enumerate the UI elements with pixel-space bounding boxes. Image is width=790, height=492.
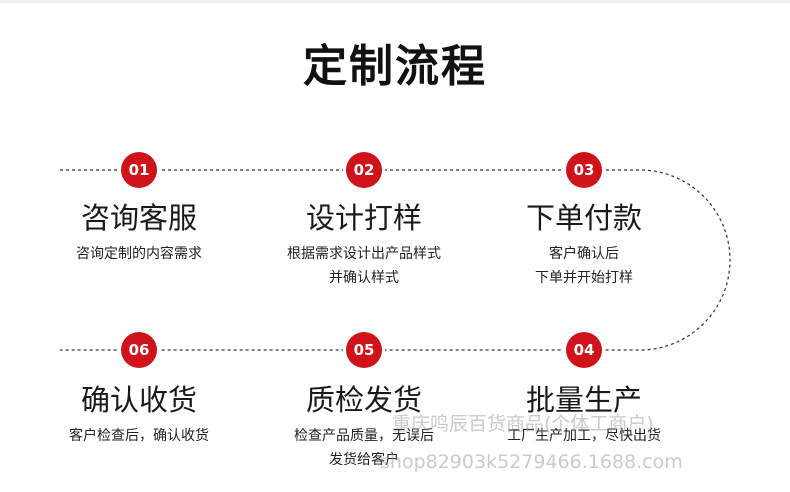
step-02: 设计打样 根据需求设计出产品样式 并确认样式 bbox=[244, 200, 484, 290]
step-badge-06: 06 bbox=[121, 332, 157, 368]
step-description: 检查产品质量，无误后 发货给客户 bbox=[244, 424, 484, 472]
step-desc-line: 客户确认后 bbox=[549, 246, 619, 262]
step-title: 设计打样 bbox=[305, 201, 422, 235]
step-description: 客户确认后 下单并开始打样 bbox=[464, 242, 704, 290]
step-description: 咨询定制的内容需求 bbox=[19, 242, 259, 266]
step-description: 客户检查后，确认收货 bbox=[19, 424, 259, 448]
step-description: 工厂生产加工，尽快出货 bbox=[464, 424, 704, 448]
step-badge-01: 01 bbox=[121, 152, 157, 188]
step-desc-line: 工厂生产加工，尽快出货 bbox=[507, 428, 661, 444]
step-06: 确认收货 客户检查后，确认收货 bbox=[19, 382, 259, 448]
step-badge-02: 02 bbox=[346, 152, 382, 188]
page-title: 定制流程 bbox=[303, 41, 487, 92]
step-badge-04: 04 bbox=[566, 332, 602, 368]
step-title: 下单付款 bbox=[525, 201, 642, 235]
step-desc-line: 客户检查后，确认收货 bbox=[69, 428, 209, 444]
dashed-flow-path bbox=[60, 169, 731, 351]
step-desc-line: 发货给客户 bbox=[329, 452, 399, 468]
step-title: 批量生产 bbox=[525, 383, 642, 417]
step-description: 根据需求设计出产品样式 并确认样式 bbox=[244, 242, 484, 290]
step-desc-line: 根据需求设计出产品样式 bbox=[287, 246, 441, 262]
step-title: 确认收货 bbox=[80, 383, 197, 417]
step-05: 质检发货 检查产品质量，无误后 发货给客户 bbox=[244, 382, 484, 472]
step-desc-line: 咨询定制的内容需求 bbox=[76, 246, 202, 262]
step-desc-line: 下单并开始打样 bbox=[535, 270, 633, 286]
step-badge-05: 05 bbox=[346, 332, 382, 368]
step-title: 质检发货 bbox=[305, 383, 422, 417]
step-04: 批量生产 工厂生产加工，尽快出货 bbox=[464, 382, 704, 448]
step-desc-line: 并确认样式 bbox=[329, 270, 399, 286]
step-title: 咨询客服 bbox=[80, 201, 197, 235]
watermark-shop-url: shop82903k5279466.1688.com bbox=[380, 451, 683, 473]
watermark-shop-name: 重庆鸣辰百货商品(个体工商户) bbox=[392, 413, 654, 435]
step-desc-line: 检查产品质量，无误后 bbox=[294, 428, 434, 444]
step-badge-03: 03 bbox=[566, 152, 602, 188]
step-01: 咨询客服 咨询定制的内容需求 bbox=[19, 200, 259, 266]
step-03: 下单付款 客户确认后 下单并开始打样 bbox=[464, 200, 704, 290]
top-divider bbox=[0, 0, 790, 3]
